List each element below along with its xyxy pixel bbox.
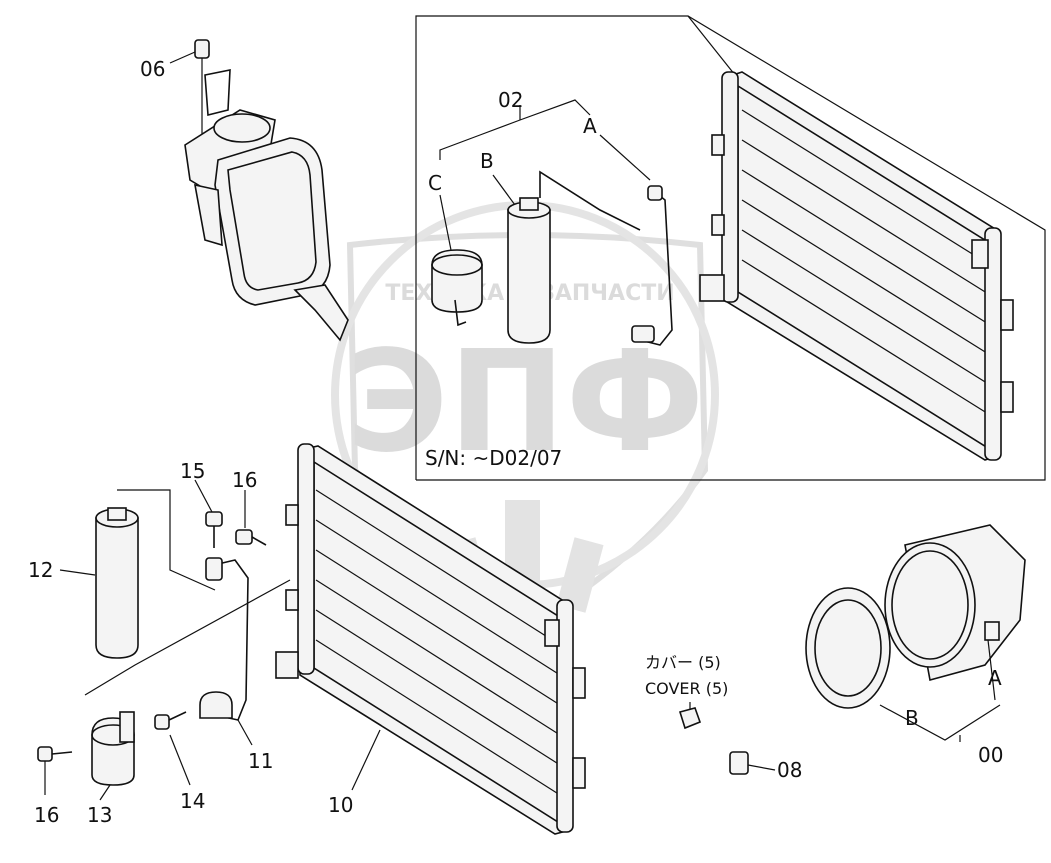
inset-frame bbox=[415, 15, 1046, 481]
label-12: 12 bbox=[28, 558, 53, 582]
cover-label-en: COVER (5) bbox=[645, 679, 728, 698]
part-16-bolt-top bbox=[235, 490, 267, 546]
inset-condenser bbox=[699, 71, 1014, 461]
label-16-top: 16 bbox=[232, 468, 257, 492]
part-02-kit bbox=[431, 99, 673, 346]
label-11: 11 bbox=[248, 749, 273, 773]
cover-part-5 bbox=[678, 702, 702, 730]
part-10-condenser bbox=[275, 443, 586, 835]
label-14: 14 bbox=[180, 789, 205, 813]
label-15: 15 bbox=[180, 459, 205, 483]
part-00-compressor bbox=[805, 524, 1026, 742]
label-08: 08 bbox=[777, 758, 802, 782]
label-00: 00 bbox=[978, 743, 1003, 767]
label-b-right: B bbox=[905, 706, 919, 730]
label-10: 10 bbox=[328, 793, 353, 817]
watermark-big-text: ЭПФ bbox=[346, 321, 705, 484]
label-a-right: A bbox=[988, 666, 1002, 690]
label-06: 06 bbox=[140, 57, 165, 81]
part-06-receiver-bracket bbox=[184, 39, 349, 342]
label-13: 13 bbox=[87, 803, 112, 827]
part-11-pipe bbox=[199, 557, 253, 746]
label-b-top: B bbox=[480, 149, 494, 173]
part-13-clamp bbox=[91, 711, 135, 801]
label-02: 02 bbox=[498, 88, 523, 112]
part-12-receiver-drier bbox=[59, 489, 291, 696]
part-16-bolt-bottom bbox=[37, 746, 73, 795]
part-15-bolt bbox=[194, 479, 223, 548]
labels: 06 02 A B C S/N: ~D02/07 15 16 12 11 10 … bbox=[28, 57, 1003, 827]
label-c-top: C bbox=[428, 171, 442, 195]
cover-label-jp: カバー (5) bbox=[645, 653, 721, 672]
label-16-bottom: 16 bbox=[34, 803, 59, 827]
serial-note: S/N: ~D02/07 bbox=[425, 446, 562, 470]
part-14-bolt bbox=[154, 711, 191, 786]
label-a-top: A bbox=[583, 114, 597, 138]
leader-06 bbox=[169, 51, 196, 64]
part-08-connector bbox=[729, 751, 776, 775]
